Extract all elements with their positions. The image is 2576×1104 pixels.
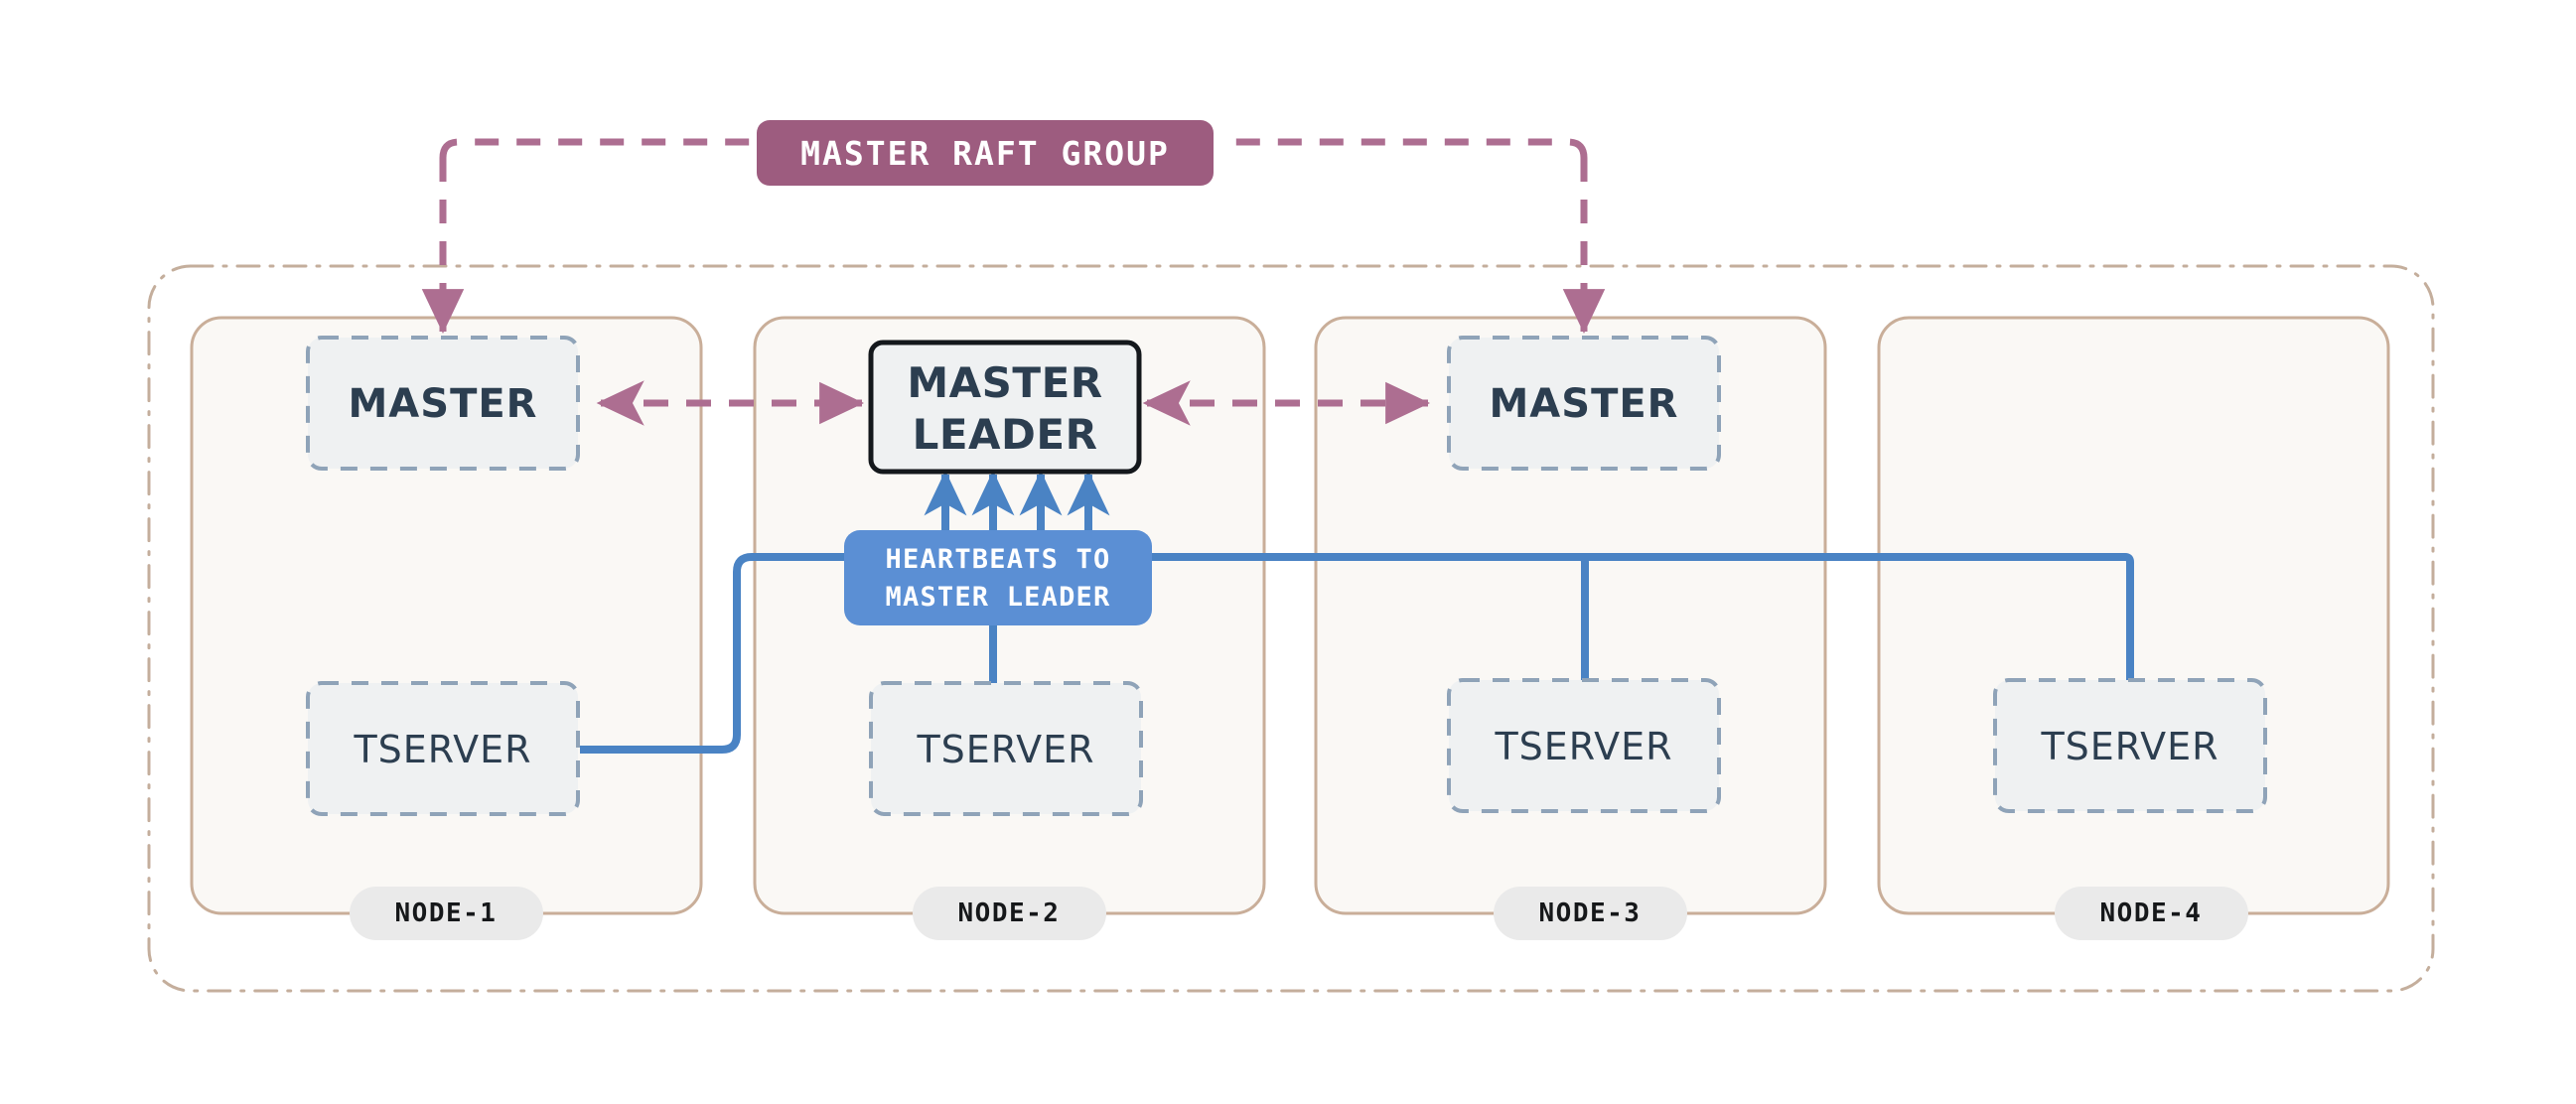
heartbeats-label-pill bbox=[844, 530, 1152, 625]
node-pill-node-2-bg bbox=[913, 887, 1106, 940]
node-pill-node-3-label: NODE-3 bbox=[1539, 898, 1642, 928]
node-pill-node-3: NODE-3 bbox=[1494, 887, 1687, 940]
tserver-node-4-box[interactable] bbox=[1993, 678, 2267, 813]
tserver-node-3[interactable]: TSERVER bbox=[1447, 678, 1721, 813]
master-raft-group-text: MASTER RAFT GROUP bbox=[800, 134, 1170, 173]
master-leader-label-line2: LEADER bbox=[913, 410, 1098, 459]
node-pill-node-1: NODE-1 bbox=[350, 887, 543, 940]
heartbeats-label-line1: HEARTBEATS TO bbox=[886, 544, 1111, 575]
node-pill-node-2-label: NODE-2 bbox=[958, 898, 1061, 928]
tserver-node-1-box[interactable] bbox=[306, 681, 580, 816]
heartbeat-line-tserver-node-1 bbox=[580, 553, 844, 754]
node-pill-node-1-bg bbox=[350, 887, 543, 940]
tserver-node-1[interactable]: TSERVER bbox=[306, 681, 580, 816]
master-raft-group-pill bbox=[757, 120, 1214, 186]
raft-bus-right bbox=[1223, 138, 1588, 159]
tserver-node-2-label: TSERVER bbox=[916, 728, 1094, 771]
tserver-node-1-label: TSERVER bbox=[353, 728, 531, 771]
master-raft-group-label: MASTER RAFT GROUP bbox=[757, 120, 1214, 186]
node-pill-node-1-label: NODE-1 bbox=[395, 898, 498, 928]
master-leader[interactable]: MASTER LEADER bbox=[868, 340, 1142, 475]
master-leader-box[interactable] bbox=[868, 340, 1142, 475]
node-pill-node-4-label: NODE-4 bbox=[2100, 898, 2203, 928]
heartbeats-label: HEARTBEATS TO MASTER LEADER bbox=[844, 530, 1152, 625]
tserver-node-3-label: TSERVER bbox=[1494, 725, 1672, 768]
tserver-node-4[interactable]: TSERVER bbox=[1993, 678, 2267, 813]
tserver-node-3-box[interactable] bbox=[1447, 678, 1721, 813]
cluster-boundary bbox=[147, 264, 2435, 993]
node-pill-node-4: NODE-4 bbox=[2055, 887, 2248, 940]
node-pill-node-2: NODE-2 bbox=[913, 887, 1106, 940]
heartbeats-label-line2: MASTER LEADER bbox=[886, 582, 1111, 613]
master-node-3-label: MASTER bbox=[1490, 381, 1679, 427]
master-node-3-box[interactable] bbox=[1447, 336, 1721, 471]
raft-bus-left bbox=[439, 138, 755, 159]
master-node-3[interactable]: MASTER bbox=[1447, 336, 1721, 471]
master-node-1-label: MASTER bbox=[349, 381, 538, 427]
node-pill-node-3-bg bbox=[1494, 887, 1687, 940]
master-node-1[interactable]: MASTER bbox=[306, 336, 580, 471]
master-node-1-box[interactable] bbox=[306, 336, 580, 471]
tserver-node-4-label: TSERVER bbox=[2040, 725, 2218, 768]
node-pill-node-4-bg bbox=[2055, 887, 2248, 940]
tserver-node-2[interactable]: TSERVER bbox=[869, 681, 1143, 816]
master-leader-label-line1: MASTER bbox=[907, 358, 1102, 407]
heartbeat-line-tserver-node-4 bbox=[1152, 553, 2134, 680]
tserver-node-2-box[interactable] bbox=[869, 681, 1143, 816]
